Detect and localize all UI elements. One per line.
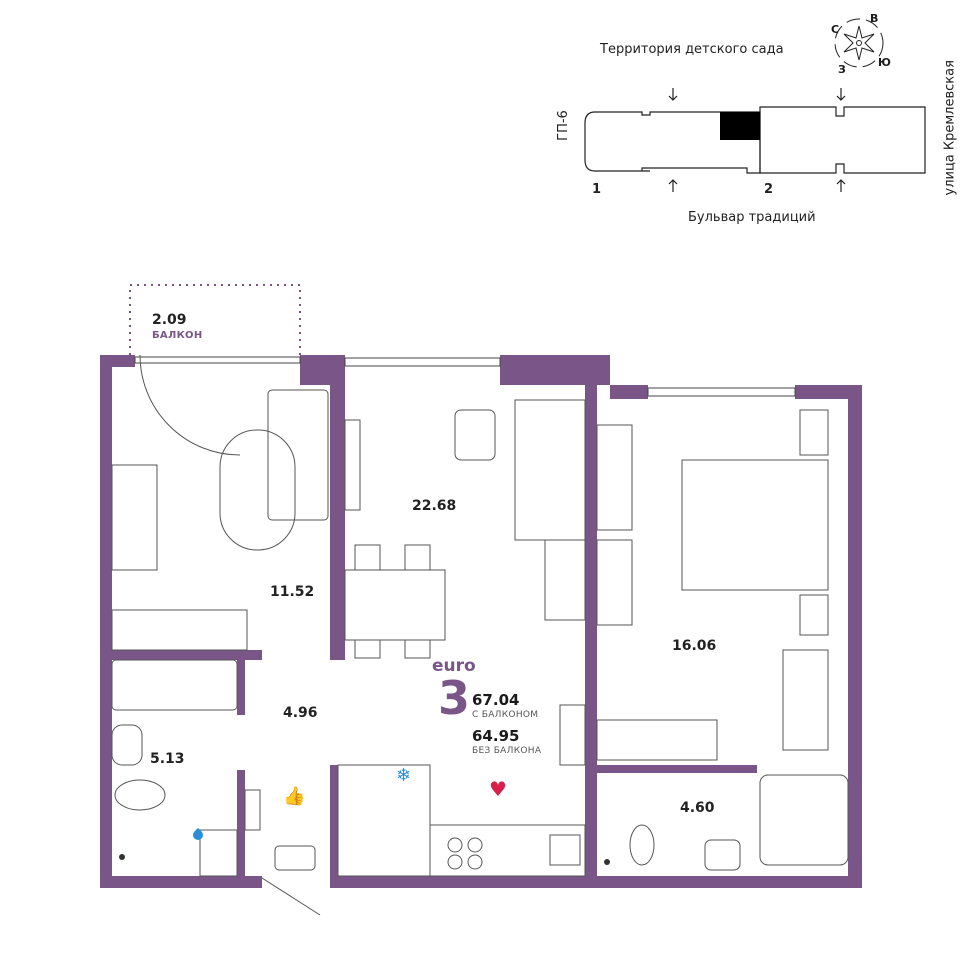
bathroom-right-area: 4.60 (680, 800, 715, 816)
heart-icon[interactable]: ♥ (489, 777, 507, 801)
compass-s: Ю (878, 56, 891, 69)
compass-e: В (870, 12, 879, 25)
apartment-type-prefix: euro (432, 656, 476, 676)
area-without-balcony: 64.95 (472, 727, 520, 745)
apartment-rooms: 3 (438, 671, 471, 725)
snowflake-icon: ❄ (396, 765, 412, 786)
compass-w: З (838, 63, 846, 76)
living-area: 22.68 (412, 498, 457, 514)
balcony-area: 2.09 (152, 312, 187, 328)
site-plan-buildings (584, 88, 926, 192)
site-bottom-label: Бульвар традиций (688, 210, 816, 225)
bedroom-left-area: 11.52 (270, 584, 315, 600)
section-2-label: 2 (764, 182, 774, 197)
balcony-outline (129, 284, 301, 355)
balcony-label: БАЛКОН (152, 330, 203, 341)
with-balcony-label: С БАЛКОНОМ (472, 710, 539, 720)
section-1-label: 1 (592, 182, 602, 197)
compass-icon: С В Ю З (826, 10, 896, 76)
bathroom-left-area: 5.13 (150, 751, 185, 767)
without-balcony-label: БЕЗ БАЛКОНА (472, 746, 542, 756)
site-top-label: Территория детского сада (600, 42, 784, 57)
thumbs-up-icon: 👍 (283, 786, 306, 807)
bedroom-right-area: 16.06 (672, 638, 717, 654)
area-with-balcony: 67.04 (472, 691, 520, 709)
walls (100, 355, 862, 888)
furniture (111, 354, 849, 916)
hallway-area: 4.96 (283, 705, 318, 721)
compass-n: С (831, 23, 840, 36)
